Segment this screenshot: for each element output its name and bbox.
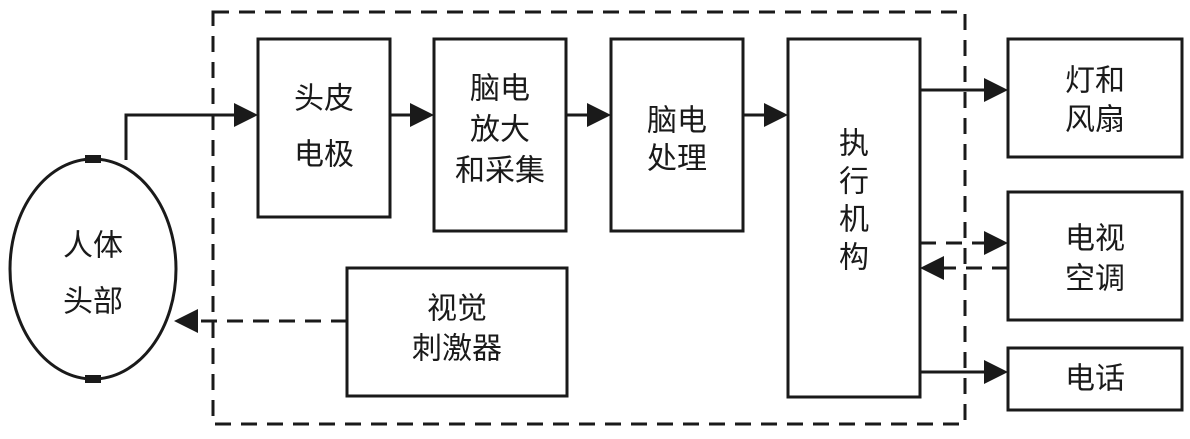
phone-label: 电话 <box>1065 362 1125 397</box>
head-bottom-contact <box>85 375 101 383</box>
system-boundary <box>211 10 967 426</box>
scalp-electrode-box <box>256 37 392 219</box>
arrow-electrode-to-amplifier <box>390 103 434 127</box>
scalp-electrode-node: 头皮 电极 <box>256 37 392 219</box>
actuator-label-1: 执 <box>839 127 869 162</box>
visual-stimulator-box <box>345 266 569 398</box>
light-fan-box <box>1006 37 1184 159</box>
actuator-box <box>786 37 922 399</box>
scalp-electrode-label-1: 头皮 <box>294 82 354 117</box>
eeg-amplifier-label-1: 脑电 <box>470 72 530 107</box>
tv-ac-label-2: 空调 <box>1065 262 1125 297</box>
arrow-actuator-to-phone <box>920 360 1008 384</box>
tv-ac-node: 电视 空调 <box>1006 190 1184 322</box>
eeg-amplifier-node: 脑电 放大 和采集 <box>432 37 568 233</box>
eeg-amplifier-label-3: 和采集 <box>455 154 545 189</box>
light-fan-label-2: 风扇 <box>1065 103 1125 138</box>
actuator-node: 执 行 机 构 <box>786 37 922 399</box>
arrow-amplifier-to-processing <box>566 103 611 127</box>
eeg-processing-label-2: 处理 <box>647 142 707 177</box>
head-label-1: 人体 <box>63 229 123 264</box>
visual-stimulator-node: 视觉 刺激器 <box>345 266 569 398</box>
scalp-electrode-label-2: 电极 <box>294 138 354 173</box>
arrow-stimulator-to-head <box>174 309 347 333</box>
arrow-tv-ac-to-actuator <box>920 256 1008 280</box>
visual-stimulator-label-1: 视觉 <box>427 292 487 327</box>
human-head-ellipse <box>8 157 178 381</box>
eeg-amplifier-label-2: 放大 <box>470 113 530 148</box>
tv-ac-label-1: 电视 <box>1065 222 1125 257</box>
light-fan-node: 灯和 风扇 <box>1006 37 1184 159</box>
arrow-actuator-to-light-fan <box>920 78 1008 102</box>
actuator-label-2: 行 <box>839 165 869 200</box>
eeg-processing-label-1: 脑电 <box>647 104 707 139</box>
phone-box <box>1006 346 1184 412</box>
eeg-processing-node: 脑电 处理 <box>609 37 745 233</box>
actuator-label-3: 机 <box>839 203 869 238</box>
head-top-contact <box>85 155 101 163</box>
head-label-2: 头部 <box>63 285 123 320</box>
tv-ac-box <box>1006 190 1184 322</box>
visual-stimulator-label-2: 刺激器 <box>412 332 502 367</box>
phone-node: 电话 <box>1006 346 1184 412</box>
arrow-head-to-electrode <box>124 103 258 160</box>
eeg-processing-box <box>609 37 745 233</box>
human-head-node: 人体 头部 <box>8 155 178 383</box>
light-fan-label-1: 灯和 <box>1065 64 1125 99</box>
eeg-amplifier-box <box>432 37 568 233</box>
arrow-actuator-to-tv-ac <box>920 231 1008 255</box>
actuator-label-4: 构 <box>839 241 869 276</box>
arrow-processing-to-actuator <box>743 103 788 127</box>
